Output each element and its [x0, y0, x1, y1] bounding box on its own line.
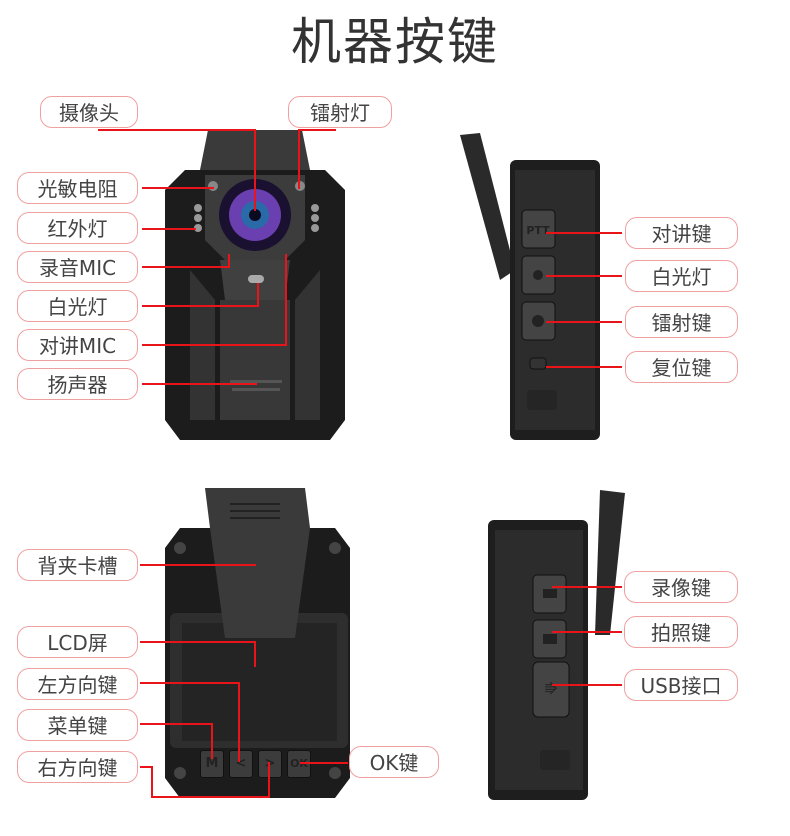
ptt-button: PTT [521, 209, 556, 249]
callout-line [298, 129, 300, 189]
photo-button [532, 619, 567, 659]
label-laser-light: 镭射灯 [288, 96, 392, 128]
callout-line [142, 228, 196, 230]
callout-line [552, 586, 622, 588]
label-photo-key: 拍照键 [624, 616, 738, 648]
svg-text:⭆: ⭆ [545, 682, 558, 698]
reset-button [529, 357, 547, 370]
label-lcd-screen: LCD屏 [17, 626, 138, 658]
callout-line [546, 366, 622, 368]
callout-line [211, 723, 213, 759]
side-device-right-image: PTT [460, 133, 600, 440]
callout-line [140, 682, 240, 684]
callout-line [552, 684, 622, 686]
usb-port: ⭆ [532, 661, 570, 718]
callout-line [254, 641, 256, 667]
label-usb-port: USB接口 [624, 669, 738, 701]
front-device-image [165, 130, 345, 440]
callout-line [142, 383, 257, 385]
callout-line [142, 305, 259, 307]
label-infrared-light: 红外灯 [17, 212, 138, 244]
label-record-key: 录像键 [624, 571, 738, 603]
laser-button [521, 301, 556, 341]
callout-line [254, 129, 256, 211]
label-laser-key: 镭射键 [625, 306, 738, 338]
label-record-mic: 录音MIC [17, 251, 138, 283]
label-camera: 摄像头 [40, 96, 138, 128]
side-device-left-image: ⭆ [488, 490, 625, 800]
callout-line [552, 631, 622, 633]
record-button [532, 574, 567, 614]
callout-line [142, 187, 214, 189]
callout-line [140, 766, 153, 768]
label-talk-mic: 对讲MIC [17, 329, 138, 361]
label-menu-key: 菜单键 [17, 709, 138, 741]
label-white-light: 白光灯 [17, 290, 138, 322]
label-ok-key: OK键 [349, 746, 439, 778]
label-ptt-key: 对讲键 [625, 217, 738, 249]
callout-line [98, 129, 255, 131]
callout-line [257, 283, 259, 307]
label-clip-slot: 背夹卡槽 [17, 549, 138, 581]
svg-text:PTT: PTT [526, 224, 550, 237]
ok-button[interactable]: OK [287, 750, 311, 778]
callout-line [298, 129, 336, 131]
callout-line [546, 232, 622, 234]
callout-line [142, 344, 287, 346]
callout-line [228, 254, 230, 268]
callout-line [151, 796, 270, 798]
callout-line [140, 723, 213, 725]
callout-line [268, 762, 270, 798]
label-left-key: 左方向键 [17, 668, 138, 700]
label-white-light-key: 白光灯 [625, 260, 738, 292]
callout-line [546, 321, 622, 323]
left-button[interactable]: < [229, 750, 253, 778]
callout-line [151, 766, 153, 798]
callout-line [300, 762, 348, 764]
right-button[interactable]: > [258, 750, 282, 778]
callout-line [238, 682, 240, 762]
label-speaker: 扬声器 [17, 368, 138, 400]
label-photoresistor: 光敏电阻 [17, 172, 138, 204]
callout-line [140, 641, 256, 643]
callout-line [140, 564, 256, 566]
light-button [521, 255, 556, 295]
callout-line [142, 266, 230, 268]
page-title: 机器按键 [291, 13, 499, 71]
callout-line [546, 275, 622, 277]
label-reset-key: 复位键 [625, 351, 738, 383]
label-right-key: 右方向键 [17, 751, 138, 783]
callout-line [285, 254, 287, 346]
